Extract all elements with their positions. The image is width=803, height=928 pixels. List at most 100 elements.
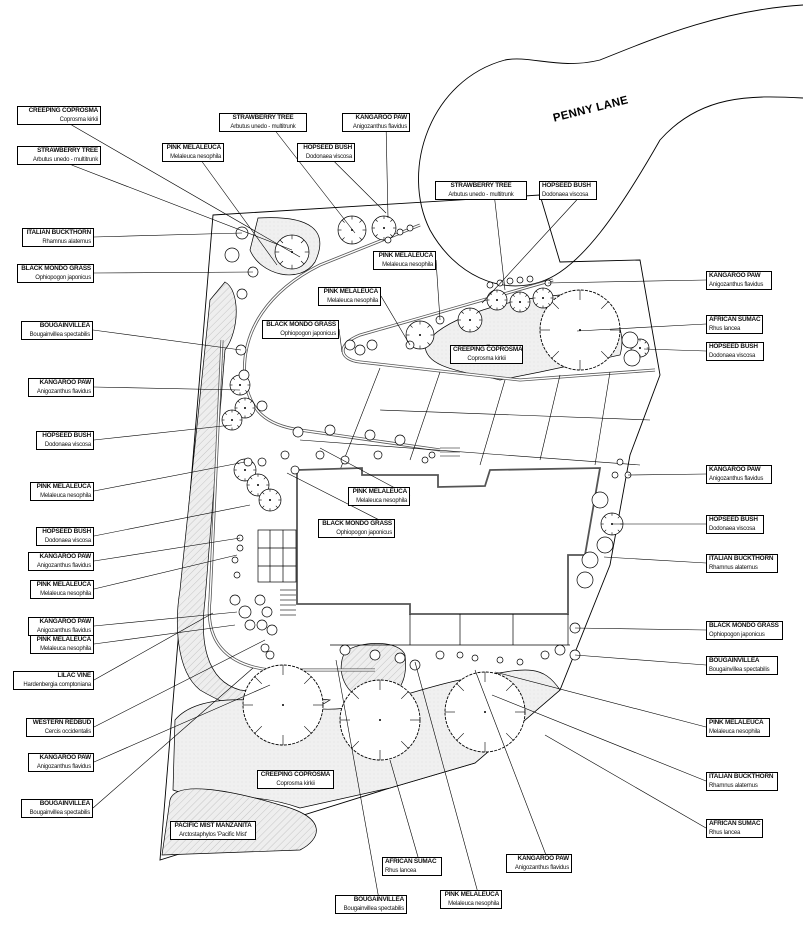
shrub-symbol: [366, 339, 378, 351]
plant-botanical-name: Rhamnus alaternus: [709, 564, 758, 571]
shrub-symbol: [229, 594, 241, 606]
leader-line: [338, 328, 343, 353]
plant-common-name: CREEPING COPROSMA: [260, 771, 331, 778]
shrub-symbol: [526, 275, 534, 283]
plant-common-name: LILAC VINE: [57, 672, 91, 679]
plant-common-name: PINK MELALEUCA: [709, 719, 764, 726]
shrub-symbol: [243, 457, 253, 467]
plant-common-name: PINK MELALEUCA: [323, 288, 379, 295]
shrub-symbol: [266, 624, 278, 636]
plant-common-name: WESTERN REDBUD: [32, 719, 91, 726]
leader-line: [286, 472, 396, 529]
plant-common-name: BLACK MONDO GRASS: [709, 622, 779, 629]
leader-line: [481, 199, 577, 304]
shrub-symbol: [611, 471, 619, 479]
plant-label: LILAC VINE Hardenbergia comptoniana: [13, 671, 94, 690]
plant-common-name: KANGAROO PAW: [39, 379, 92, 386]
plant-common-name: HOPSEED BUSH: [709, 343, 758, 350]
tree-symbol: [337, 215, 367, 245]
leader-line: [93, 232, 243, 238]
leader-line: [380, 295, 411, 346]
shrub-symbol: [373, 450, 383, 460]
plant-botanical-name: Dodonaea viscosa: [44, 537, 91, 544]
plant-label: PINK MELALEUCA Melaleuca nesophila: [162, 143, 224, 162]
plant-common-name: STRAWBERRY TREE: [37, 147, 98, 154]
plant-botanical-name: Anigozanthus flavidus: [709, 475, 764, 482]
tree-symbol: [486, 289, 508, 311]
plant-common-name: HOPSEED BUSH: [42, 432, 91, 439]
shrub-symbol: [261, 606, 273, 618]
plant-common-name: AFRICAN SUMAC: [709, 316, 761, 323]
shrub-symbol: [231, 556, 239, 564]
plant-botanical-name: Melaleuca nesophila: [40, 645, 91, 652]
canopy-tree-symbol: [339, 679, 421, 761]
plant-botanical-name: Ophiopogon japonicus: [709, 631, 765, 638]
shrub-symbol: [256, 400, 268, 412]
shrub-symbol: [238, 605, 252, 619]
building-bays: [330, 614, 570, 646]
plant-botanical-name: Melaleuca nesophila: [170, 153, 221, 160]
plant-botanical-name: Arbutus unedo - multitrunk: [230, 123, 296, 130]
plant-botanical-name: Hardenbergia comptoniana: [23, 681, 91, 688]
leader-line: [474, 669, 546, 855]
plant-botanical-name: Coprosma kirkii: [467, 355, 506, 362]
leader-line: [574, 654, 707, 666]
shrub-symbol: [486, 281, 494, 289]
leader-line: [494, 671, 707, 728]
plant-common-name: HOPSEED BUSH: [542, 182, 591, 189]
plant-common-name: HOPSEED BUSH: [42, 528, 91, 535]
plant-common-name: KANGAROO PAW: [709, 272, 761, 279]
leader-line: [71, 124, 301, 258]
groundcover-bed-west: [177, 281, 331, 715]
plant-botanical-name: Rhus lancea: [709, 325, 741, 332]
plant-common-name: BOUGAINVILLEA: [39, 800, 91, 807]
plant-botanical-name: Rhamnus alaternus: [709, 782, 758, 789]
plant-common-name: STRAWBERRY TREE: [450, 182, 512, 189]
plant-botanical-name: Bougainvillea spectabilis: [709, 666, 770, 673]
shrub-symbol: [506, 277, 514, 285]
plant-botanical-name: Melaleuca nesophila: [40, 590, 91, 597]
plant-label: HOPSEED BUSH Dodonaea viscosa: [36, 527, 94, 546]
plant-botanical-name: Bougainvillea spectabilis: [343, 905, 405, 912]
plant-botanical-name: Coprosma kirkii: [59, 116, 99, 123]
leader-line: [643, 348, 707, 352]
plant-botanical-name: Anigozanthus flavidus: [36, 763, 91, 770]
tree-symbol: [623, 349, 641, 367]
plant-botanical-name: Dodonaea viscosa: [44, 441, 91, 448]
leader-line: [93, 386, 241, 391]
curved-wall-east-inner: [342, 279, 656, 381]
leader-line: [93, 504, 251, 537]
plant-botanical-name: Melaleuca nesophila: [448, 900, 499, 907]
plant-common-name: ITALIAN BUCKTHORN: [709, 773, 774, 780]
plant-common-name: PINK MELALEUCA: [166, 144, 222, 151]
shrub-symbol: [471, 654, 479, 662]
penny-lane-street-curb: [418, 4, 803, 287]
shrub-symbol: [516, 658, 524, 666]
shrub-symbol: [290, 465, 300, 475]
shrub-symbol: [254, 594, 266, 606]
leader-line: [93, 624, 236, 645]
plant-botanical-name: Arbutus unedo - multitrunk: [32, 156, 98, 163]
leader-line: [627, 473, 707, 476]
leader-line: [603, 556, 707, 564]
plant-common-name: KANGAROO PAW: [39, 553, 92, 560]
leader-line: [93, 461, 246, 492]
plant-botanical-name: Rhus lancea: [709, 829, 741, 836]
plant-common-name: BOUGAINVILLEA: [353, 896, 405, 903]
plant-botanical-name: Dodonaea viscosa: [709, 525, 756, 532]
shrub-symbol: [340, 455, 350, 465]
